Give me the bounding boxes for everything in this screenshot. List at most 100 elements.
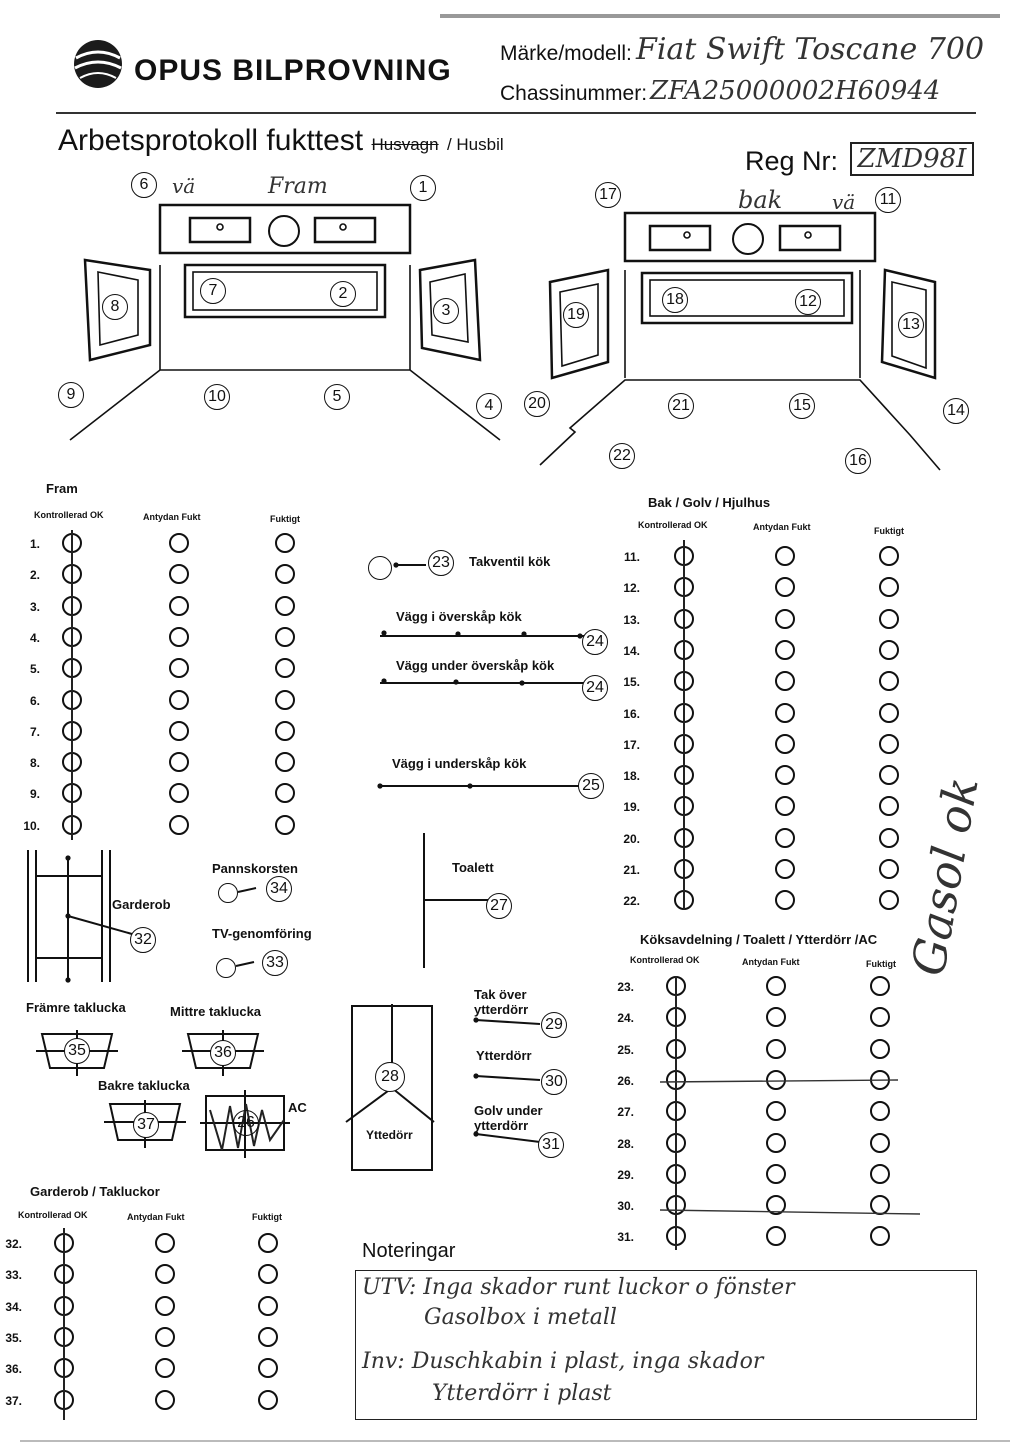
bak-hint-checkbox[interactable] [775, 546, 795, 566]
point-marker-10: 10 [204, 384, 230, 410]
fram-hint-checkbox[interactable] [169, 626, 189, 647]
fram-hint-checkbox[interactable] [169, 814, 189, 835]
bak-wet-checkbox[interactable] [879, 796, 899, 817]
fram-hint-checkbox[interactable] [169, 595, 189, 616]
fram-wet-checkbox[interactable] [275, 564, 295, 585]
vagg-underskap-label: Vägg i underskåp kök [392, 756, 527, 771]
fram-wet-checkbox[interactable] [275, 689, 295, 710]
kok-hint-checkbox[interactable] [766, 976, 786, 996]
kok-row-number: 27. [617, 1105, 634, 1120]
fram-hint-checkbox[interactable] [169, 533, 189, 553]
fram-row-number: 2. [29, 568, 40, 583]
kok-hint-checkbox[interactable] [766, 1069, 786, 1090]
kok-wet-checkbox[interactable] [870, 1101, 890, 1122]
bak-hint-checkbox[interactable] [775, 765, 795, 786]
bak-wet-checkbox[interactable] [879, 859, 899, 879]
kok-hint-checkbox[interactable] [766, 1226, 786, 1247]
bak-hint-checkbox[interactable] [775, 890, 795, 911]
fram-col-hint: Antydan Fukt [143, 512, 201, 522]
garderob-hint-checkbox[interactable] [155, 1389, 175, 1410]
garderob-wet-checkbox[interactable] [258, 1326, 278, 1347]
garderob-hint-checkbox[interactable] [155, 1295, 175, 1316]
garderob-wet-checkbox[interactable] [258, 1264, 278, 1285]
bak-wet-checkbox[interactable] [879, 639, 899, 660]
kok-wet-checkbox[interactable] [870, 1163, 890, 1184]
bak-hint-checkbox[interactable] [775, 671, 795, 692]
fram-hint-checkbox[interactable] [169, 752, 189, 773]
kok-wet-checkbox[interactable] [870, 1132, 890, 1153]
fram-row-number: 1. [29, 537, 40, 551]
kok-hint-checkbox[interactable] [766, 1163, 786, 1184]
bak-hint-checkbox[interactable] [775, 639, 795, 660]
fram-hint-checkbox[interactable] [169, 720, 189, 741]
point-24b-marker: 24 [582, 675, 608, 701]
bak-wet-checkbox[interactable] [879, 608, 899, 629]
pannskorsten-label: Pannskorsten [212, 861, 298, 876]
fram-wet-checkbox[interactable] [275, 783, 295, 804]
garderob-wet-checkbox[interactable] [258, 1358, 278, 1379]
fram-hint-checkbox[interactable] [169, 689, 189, 710]
point-marker-6: 6 [131, 172, 157, 198]
kok-wet-checkbox[interactable] [870, 1038, 890, 1059]
kok-wet-checkbox[interactable] [870, 1007, 890, 1028]
bak-wet-checkbox[interactable] [879, 546, 899, 566]
point-marker-9: 9 [58, 382, 84, 408]
point-33-marker: 33 [262, 950, 288, 976]
kok-row-number: 26. [617, 1073, 634, 1088]
bak-hint-checkbox[interactable] [775, 608, 795, 629]
pannskorsten-ring [218, 883, 238, 903]
garderob-hint-checkbox[interactable] [155, 1233, 175, 1253]
garderob-hint-checkbox[interactable] [155, 1264, 175, 1285]
garderob-row-number: 36. [5, 1362, 22, 1377]
bak-hint-checkbox[interactable] [775, 577, 795, 598]
bak-wet-checkbox[interactable] [879, 577, 899, 598]
garderob-hint-checkbox[interactable] [155, 1326, 175, 1347]
point-marker-21: 21 [668, 393, 694, 419]
kok-hint-checkbox[interactable] [766, 1132, 786, 1153]
fram-hint-checkbox[interactable] [169, 783, 189, 804]
garderob-row-number: 37. [5, 1393, 22, 1408]
kok-hint-checkbox[interactable] [766, 1007, 786, 1028]
bak-wet-checkbox[interactable] [879, 702, 899, 723]
fram-row-number: 9. [29, 787, 40, 802]
kok-wet-checkbox[interactable] [870, 976, 890, 996]
bak-hint-checkbox[interactable] [775, 702, 795, 723]
title-main: Arbetsprotokoll fukttest [58, 124, 364, 157]
kok-hint-checkbox[interactable] [766, 1101, 786, 1122]
bak-hint-checkbox[interactable] [775, 733, 795, 754]
kok-hint-checkbox[interactable] [766, 1038, 786, 1059]
garderob-hint-checkbox[interactable] [155, 1358, 175, 1379]
bak-wet-checkbox[interactable] [879, 890, 899, 911]
bottom-rule [20, 1440, 1010, 1442]
fram-hint-checkbox[interactable] [169, 658, 189, 679]
bak-row-number: 20. [623, 831, 640, 846]
bak-wet-checkbox[interactable] [879, 765, 899, 786]
fram-heading: Fram [46, 481, 78, 496]
fram-wet-checkbox[interactable] [275, 533, 295, 553]
garderob-wet-checkbox[interactable] [258, 1295, 278, 1316]
fram-wet-checkbox[interactable] [275, 658, 295, 679]
fram-wet-checkbox[interactable] [275, 752, 295, 773]
kok-row-number: 30. [617, 1199, 634, 1214]
kok-hint-checkbox[interactable] [766, 1195, 786, 1216]
fram-row-number: 7. [29, 724, 40, 739]
bak-hint-checkbox[interactable] [775, 859, 795, 879]
fram-wet-checkbox[interactable] [275, 720, 295, 741]
bak-hint-checkbox[interactable] [775, 827, 795, 848]
kok-wet-checkbox[interactable] [870, 1195, 890, 1216]
fram-hint-checkbox[interactable] [169, 564, 189, 585]
bak-wet-checkbox[interactable] [879, 671, 899, 692]
mittre-taklucka-label: Mittre taklucka [170, 1004, 262, 1019]
garderob-wet-checkbox[interactable] [258, 1389, 278, 1410]
garderob-wet-checkbox[interactable] [258, 1233, 278, 1253]
garderob-row-number: 33. [5, 1268, 22, 1283]
notes-line-1: UTV: Inga skador runt luckor o fönster [362, 1275, 795, 1300]
fram-wet-checkbox[interactable] [275, 595, 295, 616]
bak-wet-checkbox[interactable] [879, 827, 899, 848]
bak-hint-checkbox[interactable] [775, 796, 795, 817]
fram-row-number: 8. [29, 756, 40, 771]
fram-wet-checkbox[interactable] [275, 626, 295, 647]
fram-wet-checkbox[interactable] [275, 814, 295, 835]
bak-wet-checkbox[interactable] [879, 733, 899, 754]
kok-wet-checkbox[interactable] [870, 1226, 890, 1247]
